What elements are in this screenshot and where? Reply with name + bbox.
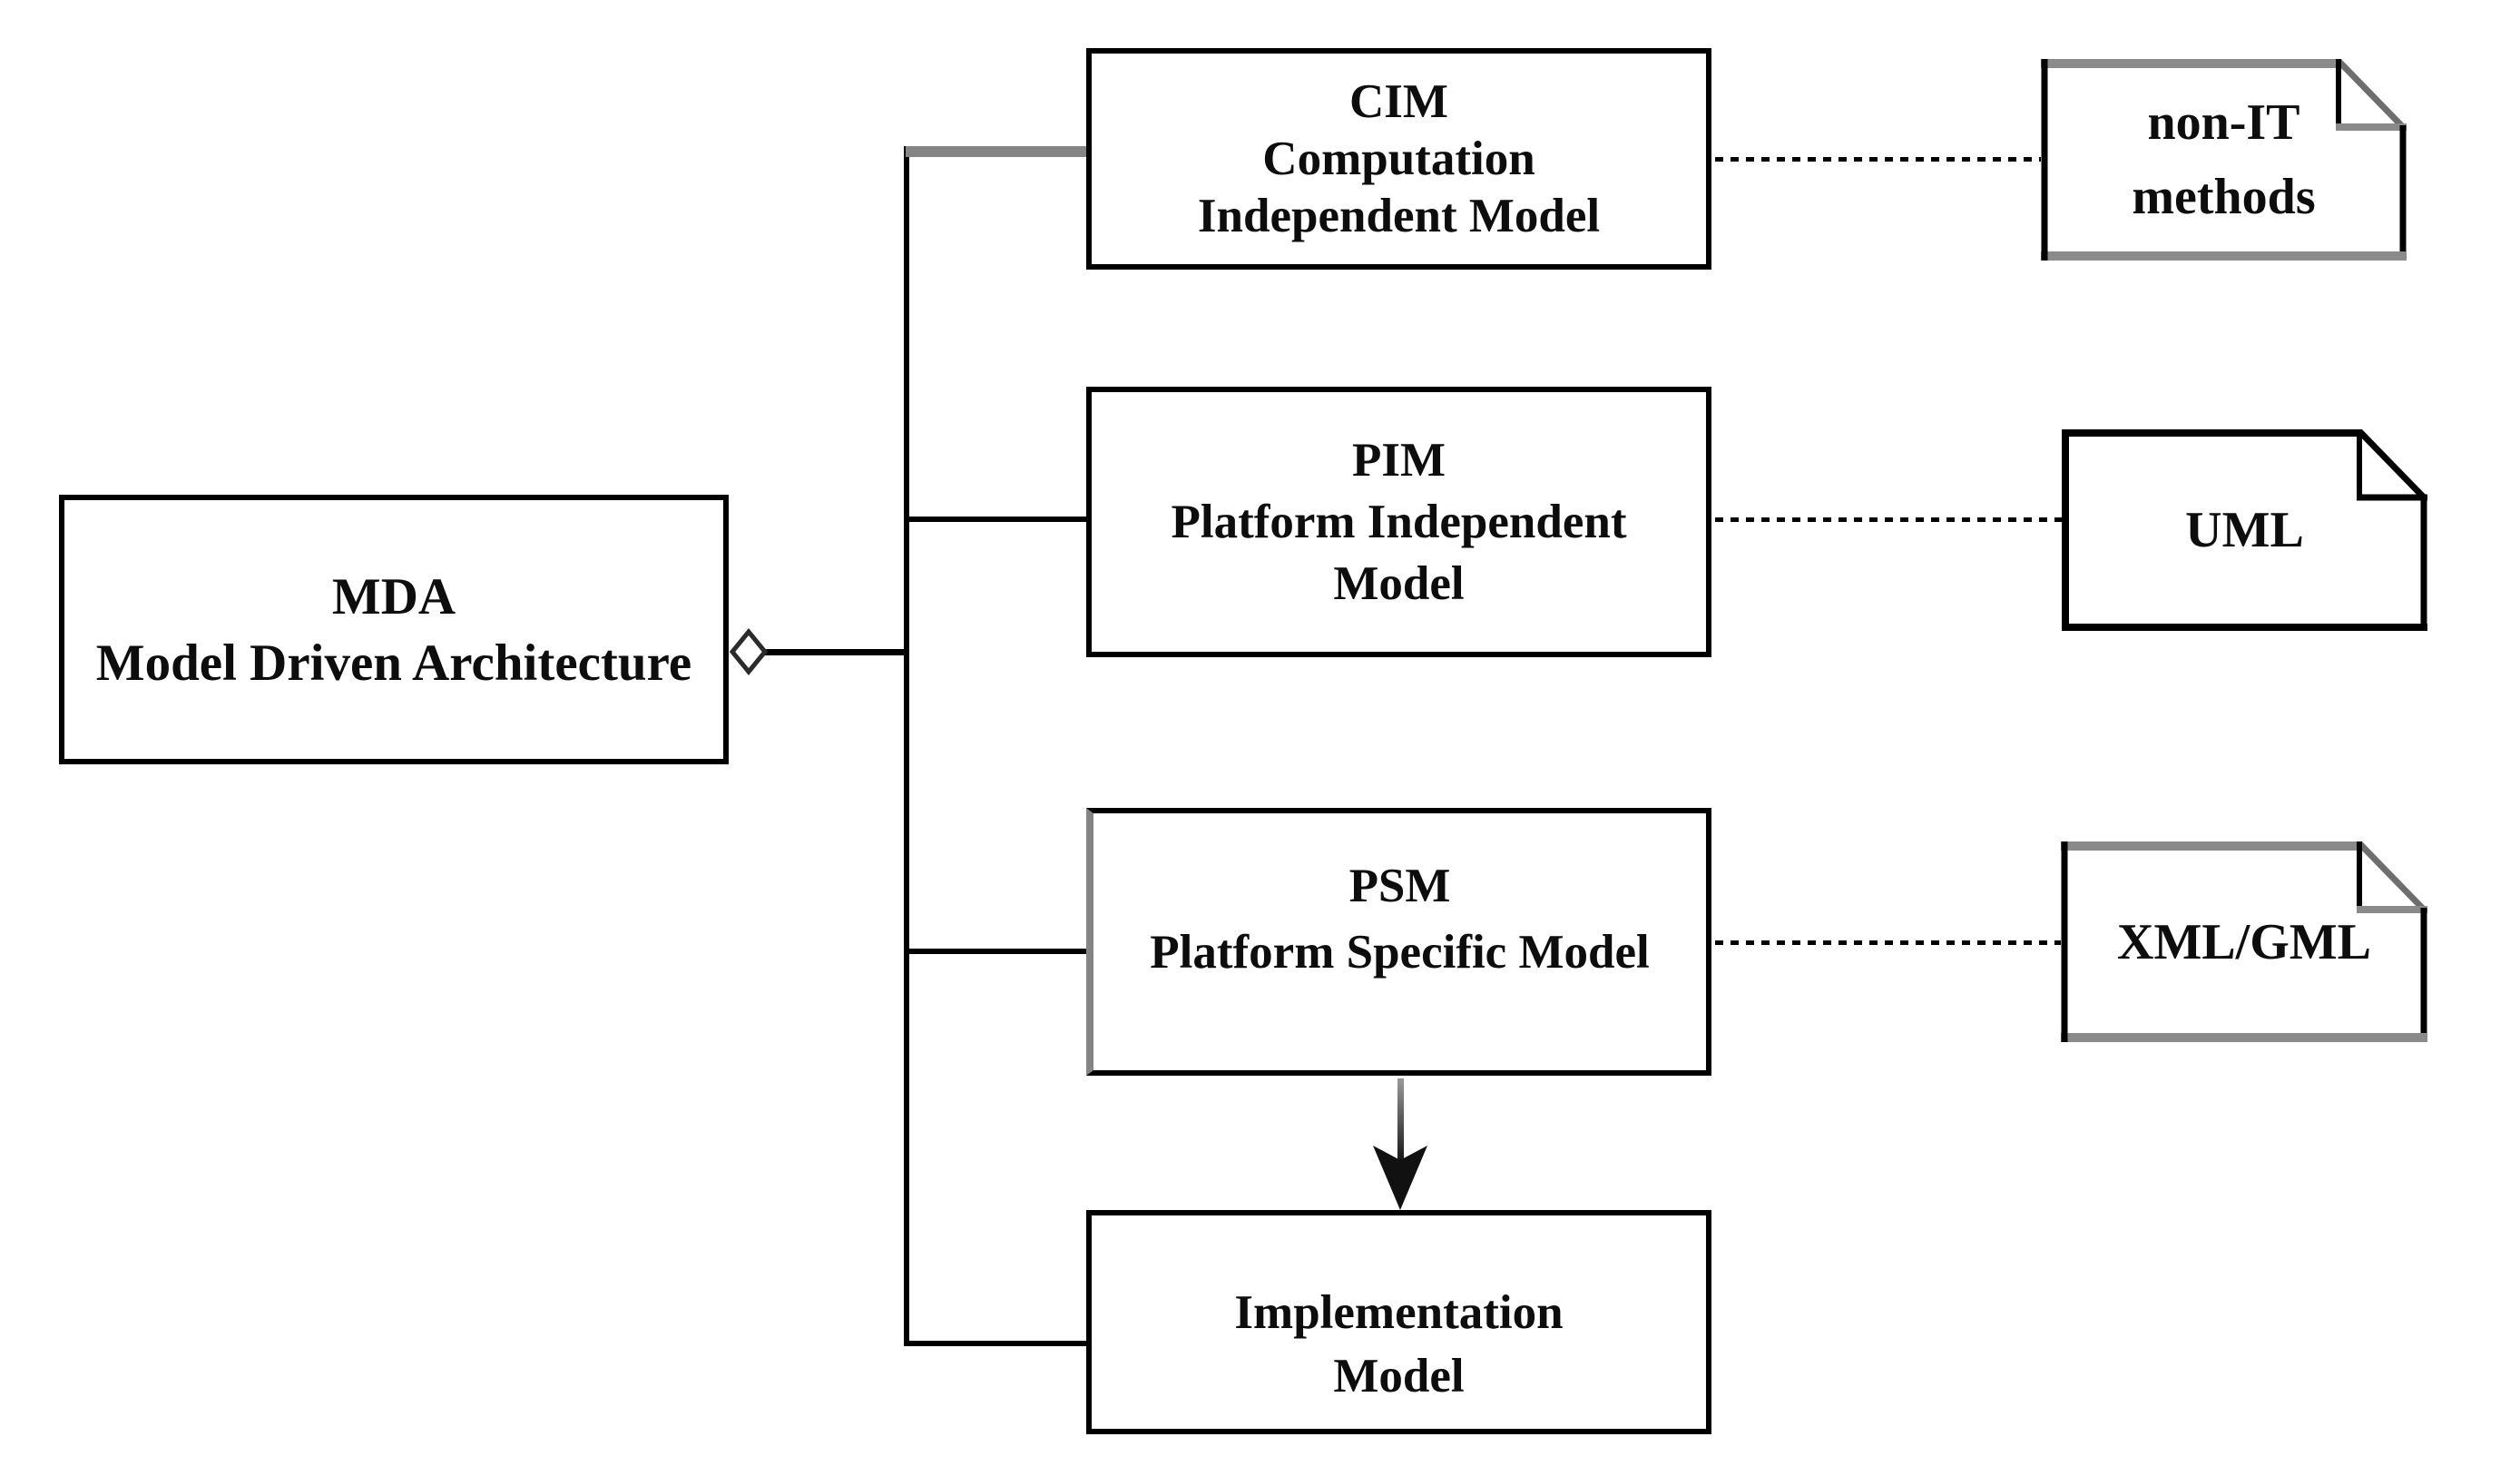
implementation-box: Implementation Model <box>1086 1210 1711 1434</box>
cim-box: CIM Computation Independent Model <box>1086 48 1711 270</box>
psm-box: PSM Platform Specific Model <box>1086 808 1711 1076</box>
note-shape-icon <box>2062 429 2427 631</box>
arrow-psm-to-implementation-shaft <box>1397 1078 1404 1180</box>
psm-box-label: PSM <box>1348 859 1451 912</box>
cim-box-label: CIM <box>1349 74 1448 128</box>
mda-box-sublabel: Model Driven Architecture <box>95 634 692 692</box>
dashed-link-pim-to-uml <box>1715 517 2062 522</box>
note-shape-icon <box>2041 59 2407 261</box>
branch-line-psm <box>907 949 1092 954</box>
branch-line-implementation <box>907 1341 1086 1346</box>
arrow-down-icon <box>1373 1146 1427 1210</box>
psm-box-sublabel: Platform Specific Model <box>1150 925 1650 979</box>
implementation-box-label: Implementation <box>1234 1285 1564 1339</box>
trunk-line <box>904 146 909 1346</box>
note-nonit-line-1: non-IT <box>2147 94 2300 151</box>
note-xmlgml: XML/GML <box>2061 841 2427 1042</box>
note-uml: UML <box>2062 429 2427 631</box>
note-shape-icon <box>2061 841 2427 1042</box>
mda-aggregation-line <box>765 649 907 655</box>
branch-line-cim <box>906 146 1086 157</box>
dashed-link-cim-to-nonit <box>1715 157 2041 162</box>
pim-box-sublabel-2: Model <box>1333 557 1465 610</box>
note-nonit-methods: non-IT methods <box>2041 59 2407 261</box>
cim-box-sublabel-2: Independent Model <box>1197 189 1601 242</box>
note-uml-line-1: UML <box>2185 502 2304 558</box>
mda-box-label: MDA <box>331 567 456 625</box>
pim-box: PIM Platform Independent Model <box>1086 387 1711 657</box>
aggregation-diamond-icon <box>729 628 769 675</box>
cim-box-sublabel-1: Computation <box>1262 132 1535 185</box>
mda-box: MDA Model Driven Architecture <box>59 495 729 764</box>
pim-box-sublabel-1: Platform Independent <box>1171 496 1627 548</box>
note-nonit-line-2: methods <box>2132 169 2316 225</box>
branch-line-pim <box>907 517 1086 522</box>
implementation-box-sublabel: Model <box>1333 1349 1465 1402</box>
pim-box-label: PIM <box>1351 434 1446 487</box>
dashed-link-psm-to-xmlgml <box>1715 940 2061 945</box>
note-xmlgml-line-1: XML/GML <box>2117 913 2371 970</box>
